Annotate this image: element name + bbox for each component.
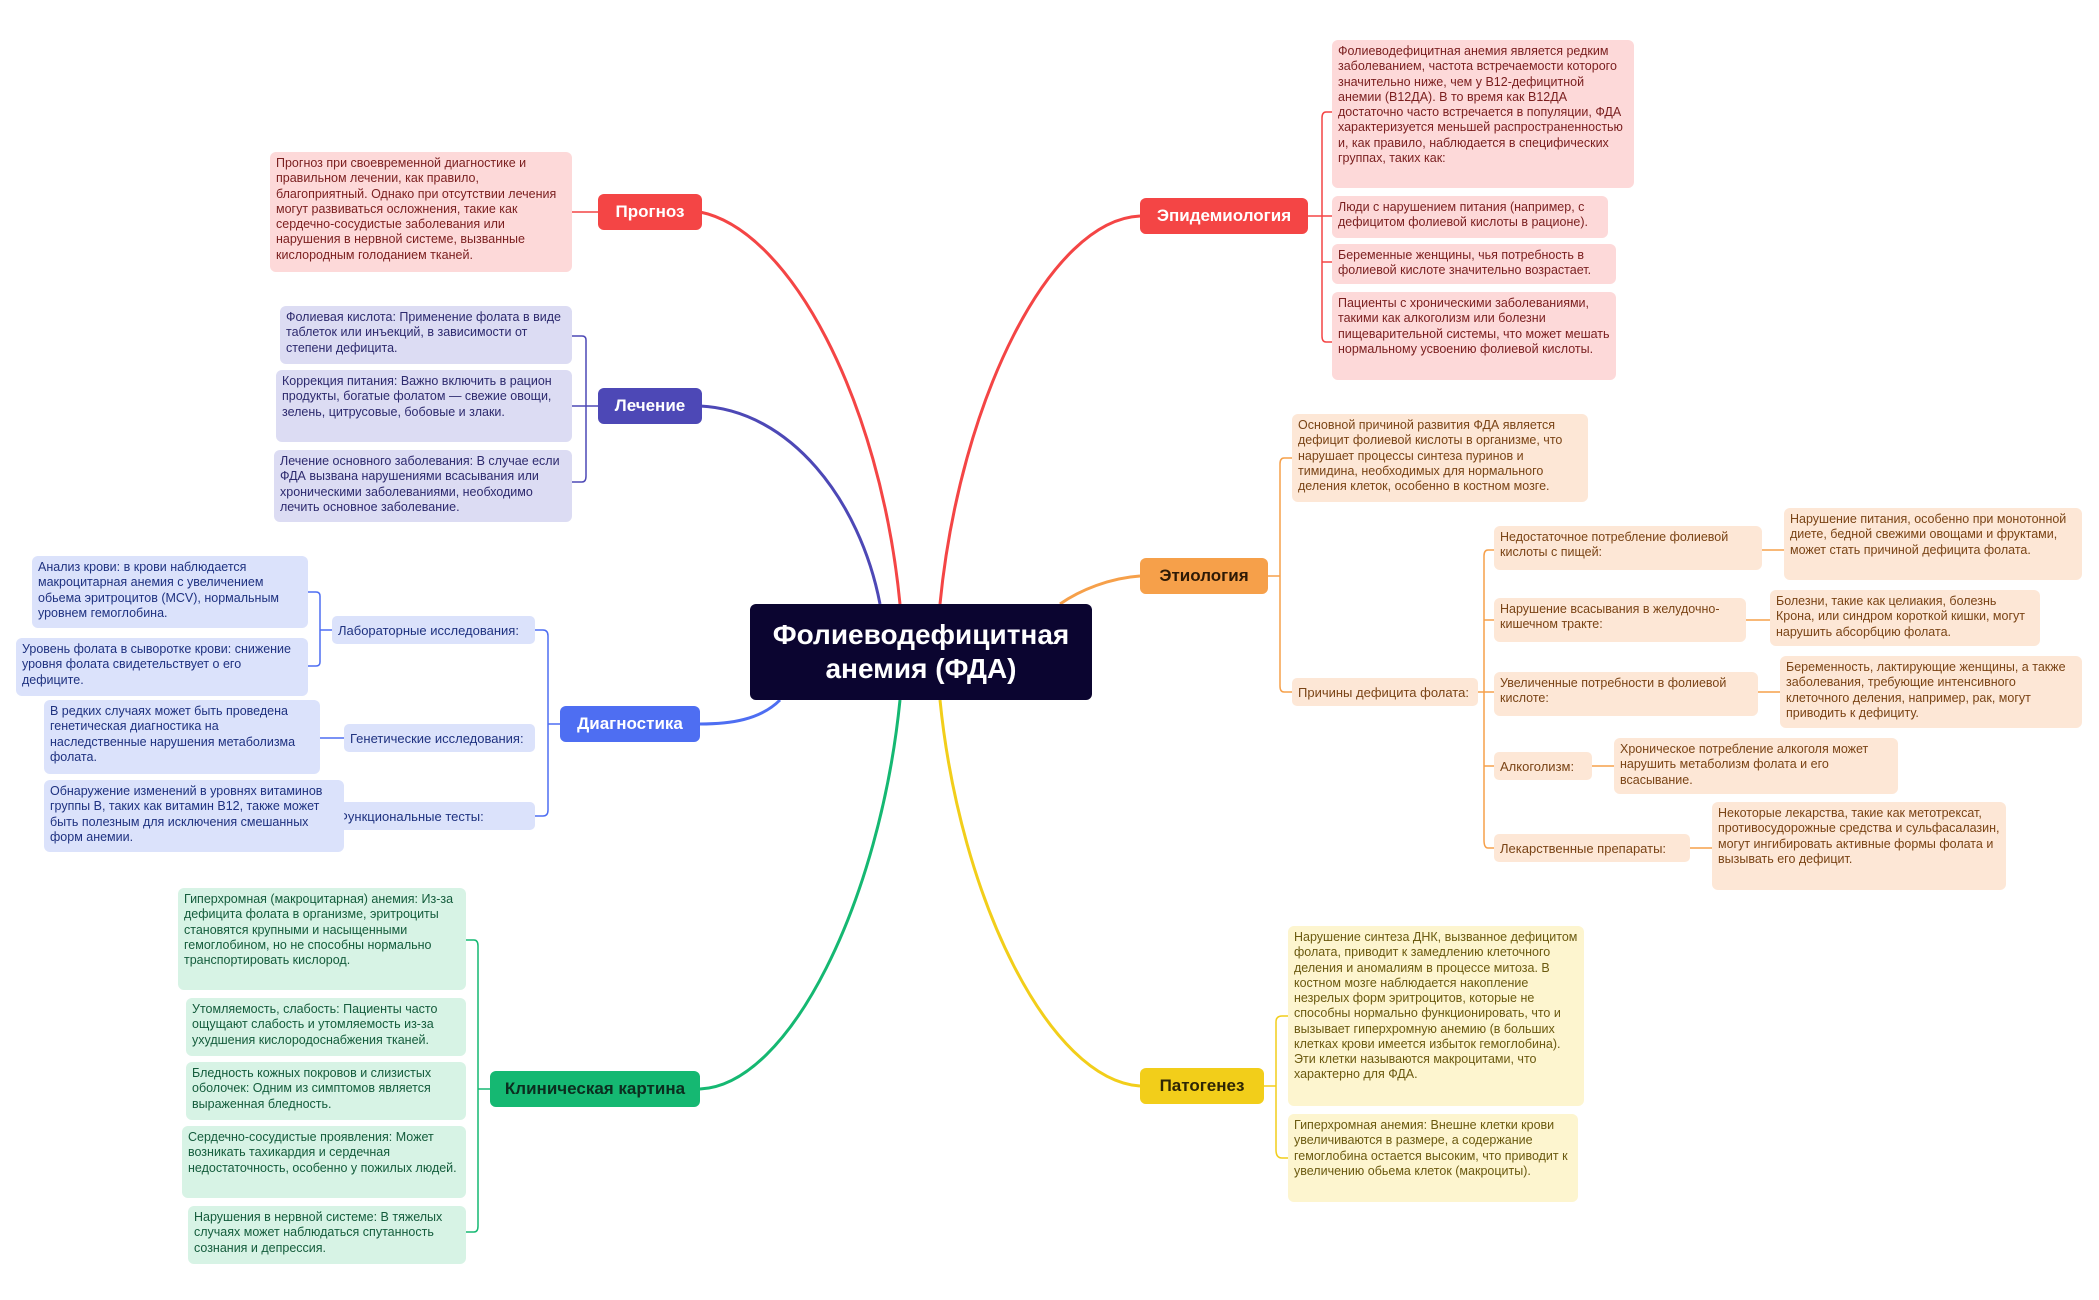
branch-etiologia [1059,574,1141,606]
branch-klinika [699,699,902,1091]
note-epidemiologia-2: Беременные женщины, чья потребность в фо… [1332,244,1616,284]
topic-klinika[interactable]: Клиническая картина [490,1071,700,1107]
topic-etiologia[interactable]: Этиология [1140,558,1268,594]
note-lechenie-2: Коррекция питания: Важно включить в раци… [276,370,572,442]
cause-alcohol-note: Хроническое потребление алкоголя может н… [1614,738,1898,794]
topic-patogenez[interactable]: Патогенез [1140,1068,1264,1104]
note-klinika-4: Сердечно-сосудистые проявления: Может во… [182,1126,466,1198]
branch-patogenez [938,699,1141,1088]
note-klinika-5: Нарушения в нервной системе: В тяжелых с… [188,1206,466,1264]
sub-causes[interactable]: Причины дефицита фолата: [1292,678,1478,706]
note-epidemiologia-main: Фолиеводефицитная анемия является редким… [1332,40,1634,188]
topic-lechenie[interactable]: Лечение [598,388,702,424]
cause-absorption-note: Болезни, такие как целиакия, болезнь Кро… [1770,590,2040,646]
note-functional: Обнаружение изменений в уровнях витамино… [44,780,344,852]
note-genetic: В редких случаях может быть проведена ге… [44,700,320,774]
note-klinika-2: Утомляемость, слабость: Пациенты часто о… [186,998,466,1056]
cause-needs-note: Беременность, лактирующие женщины, а так… [1780,656,2082,728]
note-epidemiologia-3: Пациенты с хроническими заболеваниями, т… [1332,292,1616,380]
note-klinika-1: Гиперхромная (макроцитарная) анемия: Из-… [178,888,466,990]
note-lechenie-1: Фолиевая кислота: Применение фолата в ви… [280,306,572,364]
cause-drugs[interactable]: Лекарственные препараты: [1494,834,1690,862]
topic-prognoz[interactable]: Прогноз [598,194,702,230]
sub-genetic-tests[interactable]: Генетические исследования: [344,724,535,752]
cause-drugs-note: Некоторые лекарства, такие как метотрекс… [1712,802,2006,890]
cause-diet[interactable]: Недостаточное потребление фолиевой кисло… [1494,526,1762,570]
note-patogenez-2: Гиперхромная анемия: Внешне клетки крови… [1288,1114,1578,1202]
topic-diagnostika[interactable]: Диагностика [560,706,700,742]
note-folate-level: Уровень фолата в сыворотке крови: снижен… [16,638,308,696]
cause-absorption[interactable]: Нарушение всасывания в желудочно-кишечно… [1494,598,1746,642]
branch-prognoz [699,210,902,605]
note-epidemiologia-1: Люди с нарушением питания (например, с д… [1332,196,1608,238]
note-blood-test: Анализ крови: в крови наблюдается макроц… [32,556,308,628]
branch-lechenie [699,404,882,605]
central-topic[interactable]: Фолиеводефицитная анемия (ФДА) [750,604,1092,700]
cause-diet-note: Нарушение питания, особенно при монотонн… [1784,508,2082,580]
branch-diagnostika [699,698,782,726]
note-lechenie-3: Лечение основного заболевания: В случае … [274,450,572,522]
branch-epidemiologia [938,214,1141,605]
note-patogenez-1: Нарушение синтеза ДНК, вызванное дефицит… [1288,926,1584,1106]
sub-functional-tests[interactable]: Функциональные тесты: [332,802,535,830]
topic-epidemiologia[interactable]: Эпидемиология [1140,198,1308,234]
cause-alcohol[interactable]: Алкоголизм: [1494,752,1592,780]
cause-needs[interactable]: Увеличенные потребности в фолиевой кисло… [1494,672,1758,716]
sub-lab-tests[interactable]: Лабораторные исследования: [332,616,535,644]
note-etiologia-main: Основной причиной развития ФДА является … [1292,414,1588,502]
note-klinika-3: Бледность кожных покровов и слизистых об… [186,1062,466,1120]
note-prognoz: Прогноз при своевременной диагностике и … [270,152,572,272]
